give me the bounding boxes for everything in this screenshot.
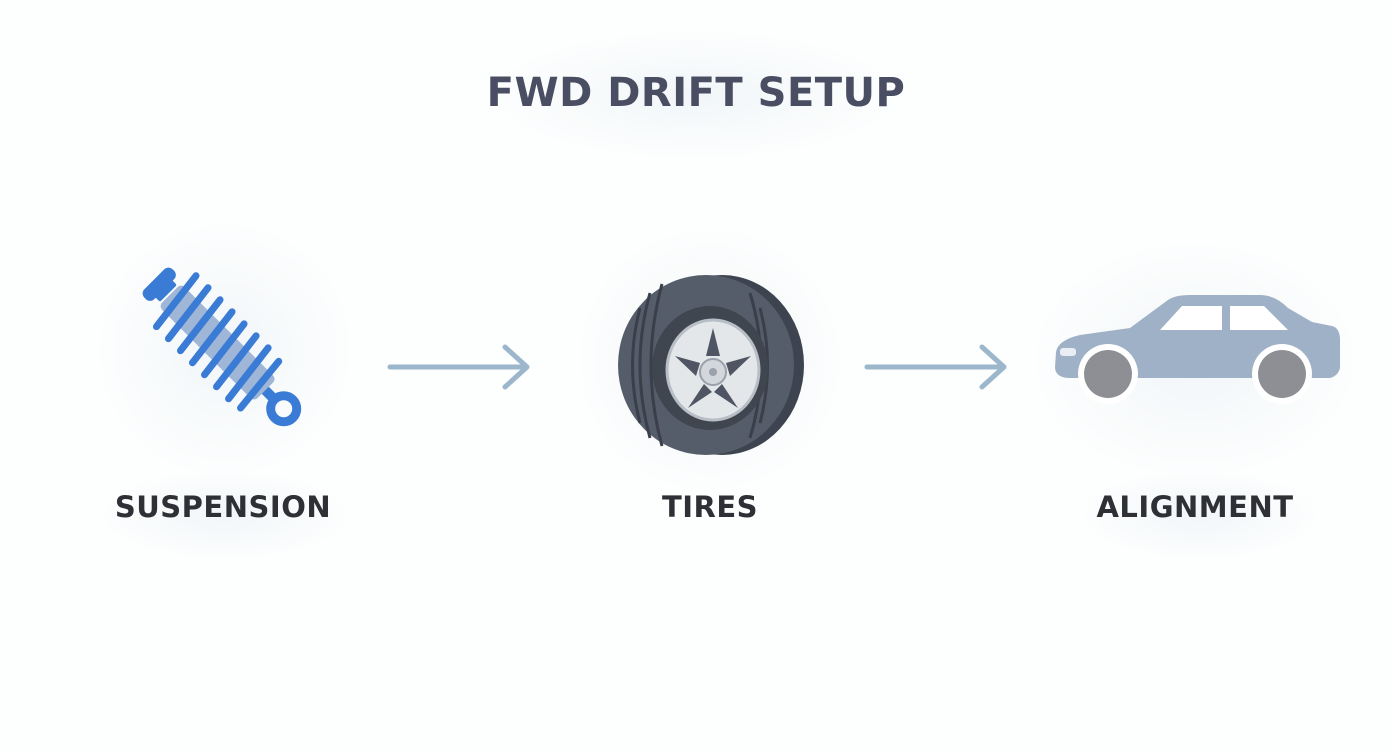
step-label-tires: TIRES xyxy=(661,490,759,524)
step-label-suspension: SUSPENSION xyxy=(114,490,332,524)
label-glow-1 xyxy=(100,470,350,560)
arrow-suspension-to-tires xyxy=(387,344,530,390)
step-label-alignment: ALIGNMENT xyxy=(1096,490,1294,524)
shock-absorber-icon xyxy=(142,267,302,427)
diagram-title: FWD DRIFT SETUP xyxy=(486,70,906,116)
arrow-tires-to-alignment xyxy=(864,344,1007,390)
tire-icon xyxy=(618,275,804,455)
title-glow xyxy=(490,30,900,160)
car-icon xyxy=(1055,295,1340,404)
label-glow-3 xyxy=(1080,470,1320,560)
